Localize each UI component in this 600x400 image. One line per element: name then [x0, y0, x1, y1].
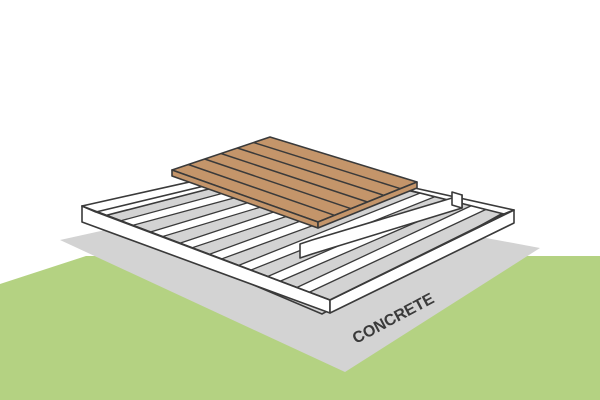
deck-board-seam — [237, 147, 385, 197]
rim-board-top-front-left — [81, 205, 331, 301]
center-beam-end — [451, 191, 463, 209]
deck-board-seam — [253, 141, 401, 190]
deck-board-lines — [188, 141, 401, 217]
deck-board-seam — [204, 158, 352, 210]
rim-board-top-front-right — [329, 209, 515, 301]
deck-boards — [171, 136, 418, 229]
deck-board-seam — [188, 163, 335, 217]
deck-board-seam — [220, 152, 368, 203]
